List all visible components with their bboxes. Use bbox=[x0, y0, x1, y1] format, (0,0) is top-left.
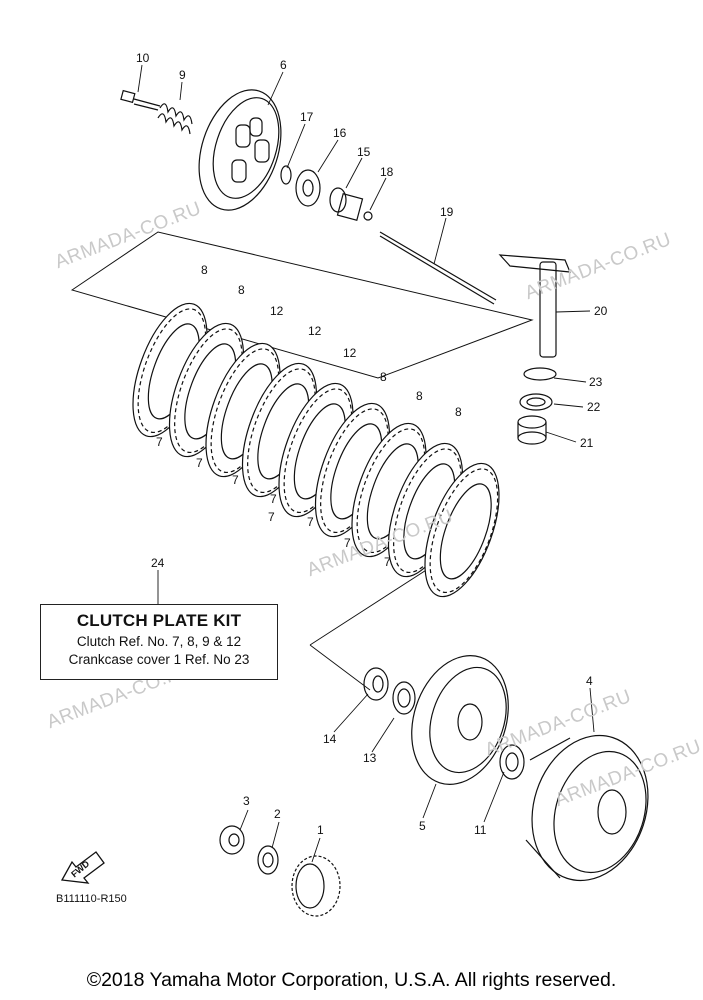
callout-6: 6 bbox=[280, 58, 287, 72]
callout-16: 16 bbox=[333, 126, 347, 140]
callout-14: 14 bbox=[323, 732, 337, 746]
callout-24: 24 bbox=[151, 556, 165, 570]
callout-2: 2 bbox=[274, 807, 281, 821]
callout-8: 8 bbox=[201, 263, 208, 277]
kit-line-clutch: Clutch Ref. No. 7, 8, 9 & 12 bbox=[76, 634, 242, 649]
kit-line-crankcase: Crankcase cover 1 Ref. No 23 bbox=[68, 652, 250, 667]
bearing-part-16 bbox=[295, 169, 321, 207]
callout-7: 7 bbox=[270, 492, 277, 506]
clutch-boss-part-5 bbox=[411, 655, 509, 785]
callout-11: 11 bbox=[474, 823, 487, 837]
washer-part-13 bbox=[392, 681, 416, 715]
bearing-part-22 bbox=[519, 393, 553, 411]
callout-4: 4 bbox=[586, 674, 593, 688]
washer-part-11 bbox=[499, 744, 525, 780]
callout-12: 12 bbox=[343, 346, 357, 360]
callout-7: 7 bbox=[307, 515, 314, 529]
callout-5: 5 bbox=[419, 819, 426, 833]
gear-part-1 bbox=[291, 855, 341, 917]
callout-1: 1 bbox=[317, 823, 324, 837]
callout-19: 19 bbox=[440, 205, 454, 219]
clutch-plate bbox=[424, 462, 500, 598]
fwd-arrow-icon bbox=[60, 851, 105, 884]
callout-10: 10 bbox=[136, 51, 150, 65]
callout-7: 7 bbox=[268, 510, 275, 524]
bolt-part-10 bbox=[120, 89, 161, 111]
push-rod-part-15 bbox=[329, 187, 364, 221]
push-lever-part-20 bbox=[498, 254, 571, 358]
callout-20: 20 bbox=[594, 304, 608, 318]
ball-part-18 bbox=[363, 211, 373, 221]
callout-9: 9 bbox=[179, 68, 186, 82]
callout-7: 7 bbox=[156, 435, 163, 449]
washer-part-2 bbox=[257, 845, 279, 875]
clutch-plate-inner bbox=[439, 483, 492, 580]
diagram-parts bbox=[60, 64, 649, 917]
callout-23: 23 bbox=[589, 375, 603, 389]
callout-18: 18 bbox=[380, 165, 394, 179]
callout-8: 8 bbox=[416, 389, 423, 403]
callout-17: 17 bbox=[300, 110, 314, 124]
callout-8: 8 bbox=[238, 283, 245, 297]
plate-group-outline bbox=[70, 231, 534, 379]
callout-22: 22 bbox=[587, 400, 601, 414]
callout-3: 3 bbox=[243, 794, 250, 808]
clutch-plate-kit-box: CLUTCH PLATE KIT Clutch Ref. No. 7, 8, 9… bbox=[40, 604, 278, 680]
callout-8: 8 bbox=[380, 370, 387, 384]
callout-7: 7 bbox=[344, 536, 351, 550]
callout-15: 15 bbox=[357, 145, 371, 159]
push-rod-part-19 bbox=[379, 231, 497, 305]
callout-12: 12 bbox=[270, 304, 284, 318]
clutch-housing-part-4 bbox=[525, 734, 649, 882]
callout-12: 12 bbox=[308, 324, 322, 338]
callout-8: 8 bbox=[455, 405, 462, 419]
circlip-part-17 bbox=[280, 165, 292, 185]
clutch-plate-teeth bbox=[429, 468, 499, 594]
copyright-notice: ©2018 Yamaha Motor Corporation, U.S.A. A… bbox=[86, 969, 617, 991]
callout-7: 7 bbox=[196, 456, 203, 470]
pressure-plate-part-6 bbox=[198, 89, 282, 211]
nut-part-3 bbox=[219, 825, 245, 855]
callout-21: 21 bbox=[580, 436, 594, 450]
diagram-reference-code: B111110-R150 bbox=[56, 893, 127, 905]
callout-7: 7 bbox=[232, 473, 239, 487]
bush-part-21 bbox=[517, 415, 547, 445]
callout-13: 13 bbox=[363, 751, 377, 765]
callout-7: 7 bbox=[384, 555, 391, 569]
bearing-part-14 bbox=[363, 667, 389, 701]
circlip-part-23 bbox=[523, 367, 557, 381]
kit-title: CLUTCH PLATE KIT bbox=[76, 611, 242, 630]
clutch-plate-stack bbox=[132, 302, 500, 598]
spring-part-9 bbox=[157, 103, 193, 135]
